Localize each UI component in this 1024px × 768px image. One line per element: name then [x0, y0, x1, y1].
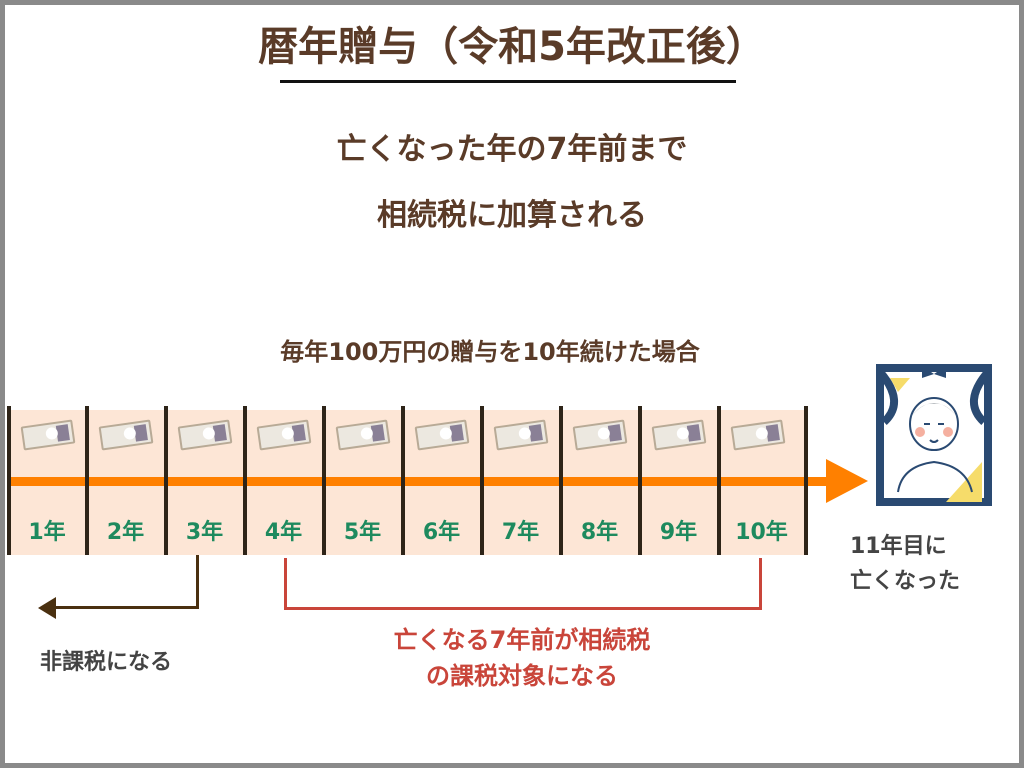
year-label: 9年: [659, 520, 698, 545]
year-label: 10年: [735, 520, 788, 545]
nontaxable-bracket-vertical: [196, 555, 199, 609]
year-divider: [7, 406, 11, 555]
page-title: 暦年贈与（令和5年改正後）: [258, 24, 766, 70]
year-label: 2年: [106, 520, 145, 545]
year-label: 3年: [185, 520, 224, 545]
year-divider: [638, 406, 642, 555]
year-divider: [164, 406, 168, 555]
year-label: 6年: [422, 520, 461, 545]
subtitle-line-1: 亡くなった年の7年前まで: [336, 132, 688, 167]
timeline-arrow-line: [8, 477, 828, 486]
timeline-arrow-head: [826, 459, 868, 503]
year-divider: [322, 406, 326, 555]
year-divider: [243, 406, 247, 555]
year-label: 4年: [264, 520, 303, 545]
year-divider: [717, 406, 721, 555]
year-divider: [804, 406, 808, 555]
taxable-bracket-bottom: [284, 607, 762, 610]
nontaxable-bracket-horizontal: [52, 606, 199, 609]
left-arrow-icon: [38, 597, 56, 619]
taxable-bracket-left: [284, 558, 287, 610]
taxable-label-line-2: の課税対象になる: [426, 662, 618, 690]
nontaxable-label: 非課税になる: [40, 650, 173, 675]
year-label: 1年: [28, 520, 66, 545]
scenario-caption: 毎年100万円の贈与を10年続けた場合: [280, 338, 700, 366]
death-label-line-1: 11年目に: [850, 534, 947, 559]
year-divider: [401, 406, 405, 555]
year-divider: [480, 406, 484, 555]
taxable-bracket-right: [759, 558, 762, 610]
subtitle-line-2: 相続税に加算される: [377, 198, 647, 233]
year-label: 8年: [580, 520, 619, 545]
year-divider: [85, 406, 89, 555]
taxable-label-line-1: 亡くなる7年前が相続税: [393, 626, 651, 654]
title-underline: [280, 80, 736, 83]
year-label: 5年: [343, 520, 382, 545]
year-label: 7年: [501, 520, 540, 545]
memorial-portrait-icon: [876, 364, 992, 506]
death-label-line-2: 亡くなった: [850, 569, 961, 594]
year-divider: [559, 406, 563, 555]
